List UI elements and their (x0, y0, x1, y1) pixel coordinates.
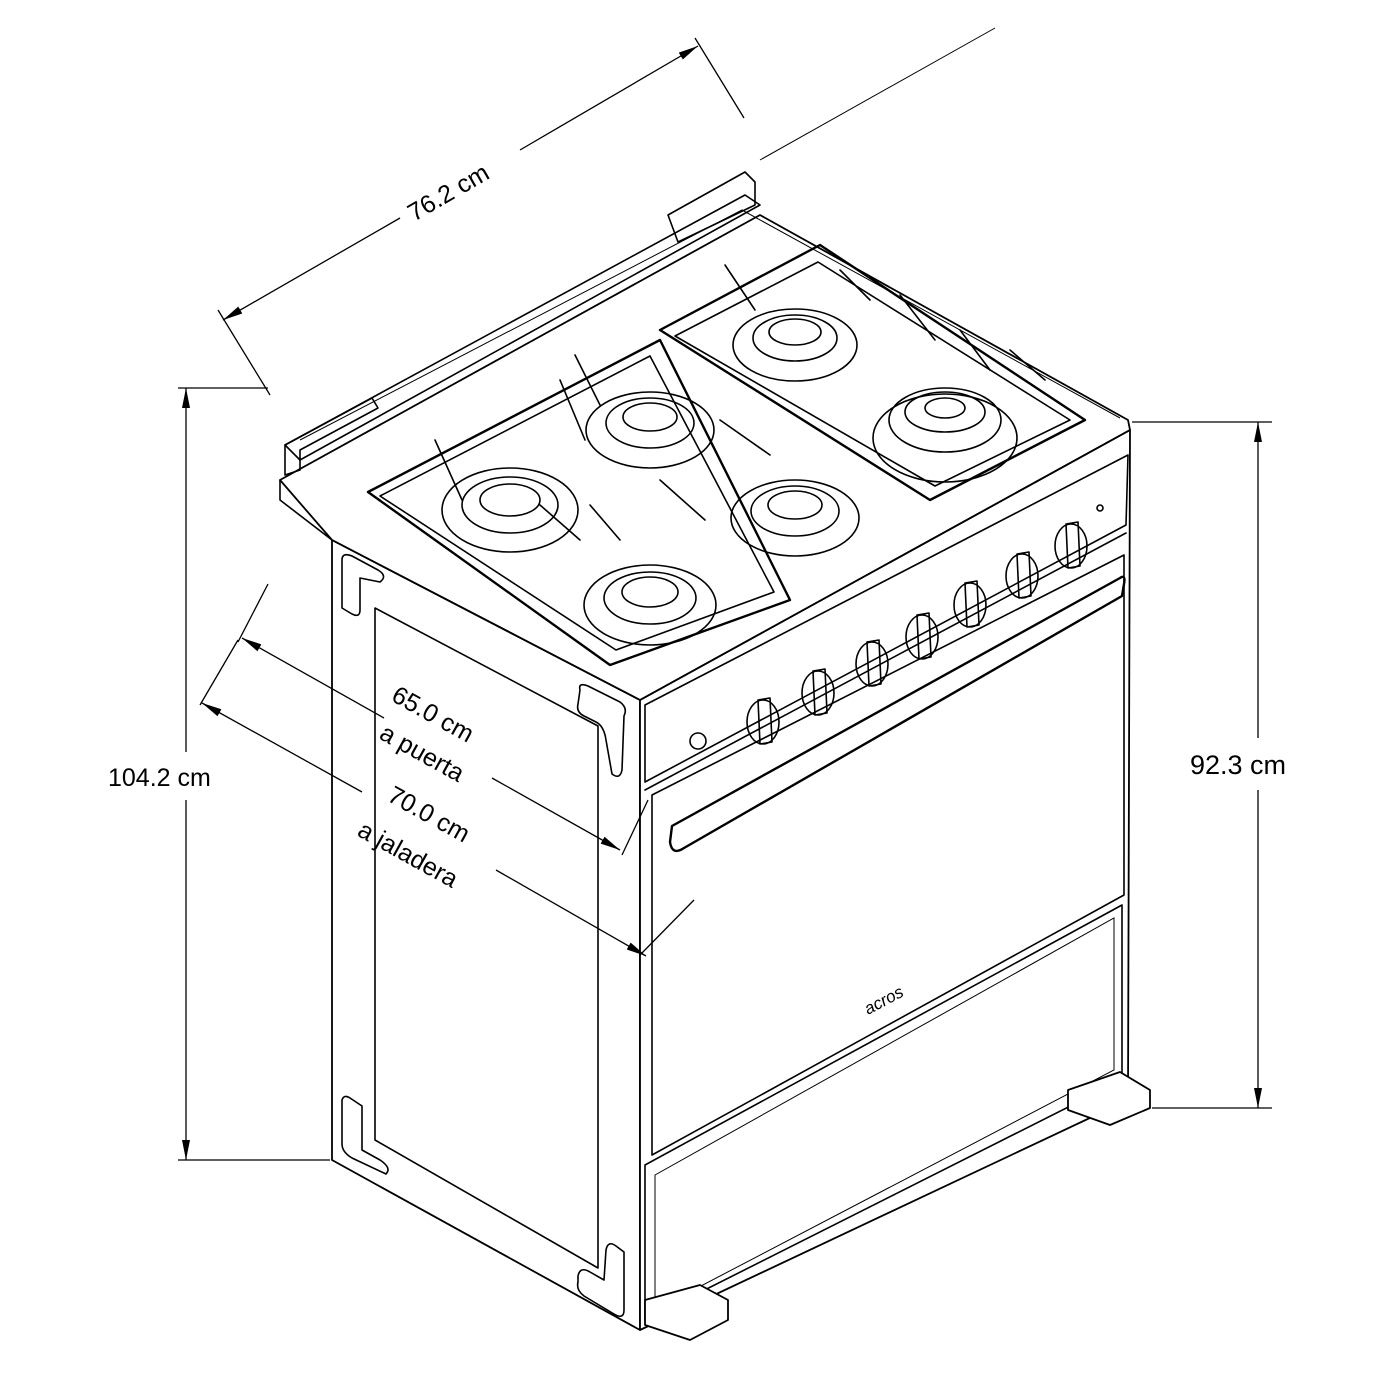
width-dimension-label: 76.2 cm (403, 158, 494, 227)
knob-7 (1054, 521, 1088, 569)
stove: acros (279, 27, 1151, 1341)
depth-door-extension-back (237, 583, 269, 643)
width-extension-left (217, 309, 271, 396)
antenna-line (759, 27, 996, 161)
foot-front-left (644, 1284, 729, 1341)
depth-door-extension-front (621, 799, 649, 856)
control-panel-lower-edge (644, 532, 1127, 791)
depth-handle-extension-back (199, 639, 239, 706)
backguard (284, 194, 761, 461)
backguard-hinge-left (284, 397, 379, 476)
depth-handle-extension-front (639, 899, 695, 956)
width-dimension-line-a (222, 217, 401, 321)
knob-3 (855, 639, 889, 687)
side-bracket-bottom-left (341, 1095, 389, 1175)
cooktop-height-label: 92.3 cm (1190, 750, 1286, 780)
width-dimension-line-b (519, 45, 699, 151)
side-bracket-top-right (576, 683, 627, 778)
side-bracket-bottom-right (576, 1242, 625, 1318)
side-bracket-top-left (341, 553, 385, 617)
burner-front-center (583, 564, 717, 646)
burner-rear-right-large (872, 387, 1018, 483)
grate-fingers (434, 264, 1046, 541)
depth-handle-line-a (201, 702, 363, 793)
knob-2 (801, 668, 835, 716)
knob-4 (905, 612, 939, 660)
knob-1 (746, 697, 780, 745)
depth-handle-line-b (495, 869, 647, 957)
knob-5 (953, 580, 987, 628)
depth-door-line-b (491, 777, 621, 851)
burner-rear (732, 308, 858, 382)
oven-door-handle (668, 575, 1126, 853)
total-height-label: 104.2 cm (108, 764, 211, 792)
grate-right (658, 243, 1087, 502)
control-knobs (746, 521, 1088, 745)
indicator-light (1096, 504, 1104, 512)
side-panel-inset (374, 607, 599, 1269)
storage-drawer-inner (654, 917, 1115, 1311)
cooktop-rim (299, 209, 1121, 441)
igniter-button (689, 732, 707, 750)
backguard-hinge-right (667, 171, 756, 243)
foot-front-right (1067, 1071, 1151, 1126)
burner-front-left (441, 467, 579, 553)
width-extension-right (694, 37, 745, 119)
knob-6 (1005, 551, 1039, 599)
burner-middle-left (585, 391, 715, 469)
control-panel (644, 454, 1129, 783)
grate-left (366, 338, 792, 667)
cooktop-front-lip (279, 429, 1131, 701)
burner-middle-right (730, 479, 860, 557)
depth-door-line-a (241, 637, 385, 719)
